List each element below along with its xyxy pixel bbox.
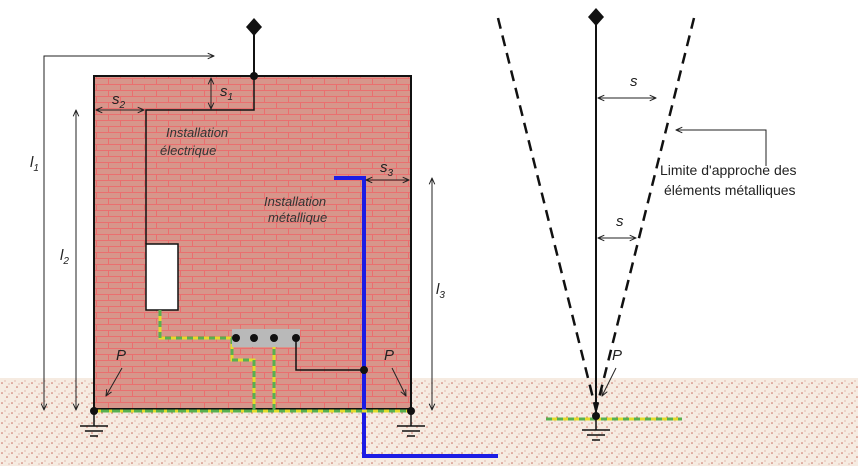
label-electrical-line1: Installation xyxy=(166,125,228,140)
electrical-panel xyxy=(145,243,179,311)
terminal-bar xyxy=(232,329,300,347)
label-s1: s1 xyxy=(220,83,233,103)
label-s3: s3 xyxy=(380,159,394,179)
label-p-right: P xyxy=(384,347,394,364)
bonding-wire xyxy=(295,338,364,371)
earthing-conductors xyxy=(94,310,411,413)
label-l2: l2 xyxy=(60,247,69,267)
label-l1: l1 xyxy=(30,154,39,174)
ground-symbol-right xyxy=(397,411,425,437)
mast-tip xyxy=(588,8,604,26)
pipe-bond-dot xyxy=(360,366,368,374)
building-wall xyxy=(93,75,412,410)
dimension-lines xyxy=(44,56,432,410)
ground-symbol-mast xyxy=(582,419,610,441)
terminal-dot-2 xyxy=(250,334,258,342)
label-p-mast: P xyxy=(612,347,622,364)
label-p-left: P xyxy=(116,347,126,364)
protection-cone-right xyxy=(594,17,696,411)
label-limit-line2: éléments métalliques xyxy=(664,182,796,198)
label-limit-line1: Limite d'approche des xyxy=(660,162,797,178)
label-metal-line2: métallique xyxy=(268,210,327,225)
ground-symbol-left xyxy=(80,411,108,437)
label-l3: l3 xyxy=(436,281,445,301)
label-metal-line1: Installation xyxy=(264,194,326,209)
metal-pipe xyxy=(334,176,498,458)
mast-earth-dot xyxy=(592,412,600,420)
terminal-dot-1 xyxy=(232,334,240,342)
terminal-dot-3 xyxy=(270,334,278,342)
mast-dimension-lines xyxy=(598,98,767,396)
label-electrical-line2: électrique xyxy=(160,143,216,158)
air-terminal-tip xyxy=(246,18,262,36)
label-s2: s2 xyxy=(112,91,126,111)
protection-cone-left xyxy=(496,17,598,411)
electrical-wire xyxy=(145,76,255,244)
label-s-mid: s xyxy=(616,213,624,230)
label-s-top: s xyxy=(630,73,638,90)
